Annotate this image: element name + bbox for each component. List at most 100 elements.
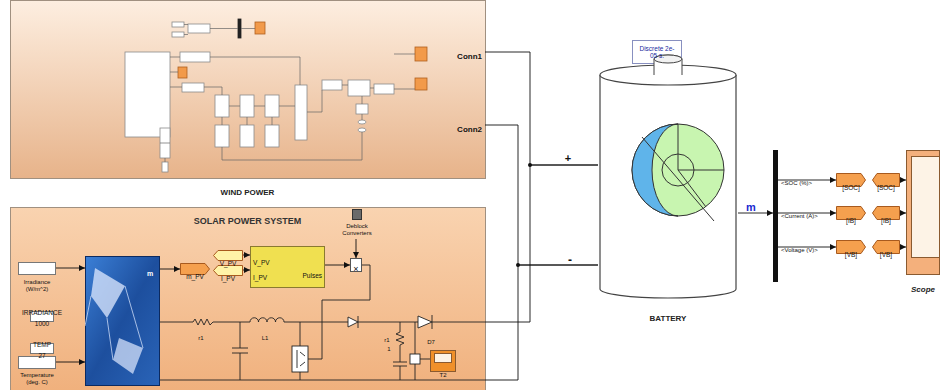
text-slot: Discrete 2e-05 s. — [639, 44, 675, 62]
pv-array: m — [85, 256, 160, 386]
text-slot: Conn2 — [390, 118, 482, 136]
from-shape — [213, 265, 243, 276]
node-text: <Voltage (V)> — [781, 247, 818, 254]
wind-subsystem: Conn1Conn2WIND POWER — [10, 0, 485, 178]
label-text: L1 — [262, 335, 269, 342]
text-slot: T2 — [430, 363, 456, 381]
node-text: [IB] — [881, 217, 891, 224]
label-text: r1 — [198, 335, 203, 342]
from-tag: [IB] — [872, 206, 900, 220]
text-slot: + — [562, 148, 574, 166]
constant-block: IRRADIANCE1000 — [30, 311, 54, 322]
node-text: <Current (A)> — [781, 213, 818, 220]
text-slot: D7 — [424, 330, 438, 348]
text-slot: Pulses — [290, 264, 322, 282]
text-slot: [VB] — [836, 243, 866, 261]
text-slot: IRRADIANCE — [16, 301, 68, 319]
text-slot: TEMP — [16, 333, 68, 351]
product-block: × — [350, 258, 362, 272]
text-slot: [IB] — [836, 209, 866, 227]
goto-tag: [IB] — [836, 206, 866, 220]
node-text: [VB] — [880, 251, 892, 258]
node-text: Conn2 — [457, 126, 482, 135]
solar-subsystem: SOLAR POWER SYSTEM Irradiance (W/m^2) IRRA… — [10, 207, 485, 390]
node-text: BATTERY — [650, 315, 687, 324]
scope-screen — [911, 156, 940, 258]
text-slot: V_PV — [253, 251, 287, 269]
node-text: IRRADIANCE — [22, 309, 62, 316]
text-slot: BATTERY — [598, 307, 738, 325]
text-slot: Irradiance (W/m^2) — [12, 277, 62, 295]
label-text: - — [568, 254, 572, 267]
solar-panel — [11, 208, 486, 390]
connector — [356, 239, 357, 258]
node-text: [SOC] — [877, 184, 895, 191]
scope-block: Scope — [906, 150, 940, 275]
label-text: D7 — [427, 339, 435, 346]
label-text: r1 — [384, 337, 389, 344]
text-slot: × — [350, 258, 362, 276]
node-text: m_PV — [186, 273, 204, 280]
connector — [485, 165, 598, 322]
node-text: TEMP — [33, 341, 51, 348]
text-slot: m — [744, 197, 758, 215]
node-text: 1000 — [35, 320, 49, 327]
mppt-block: V_PV I_PV Pulses — [250, 246, 325, 288]
battery-picture — [598, 45, 738, 300]
node-text: [VB] — [845, 251, 857, 258]
text-slot: Temperature (deg. C) — [17, 370, 57, 388]
text-slot: Scope — [906, 278, 940, 296]
wind-panel — [11, 1, 486, 179]
from-shape — [213, 250, 243, 261]
node-text: V_PV — [220, 260, 237, 267]
slider-block: Temperature (deg. C) — [18, 356, 56, 369]
text-slot: m — [143, 262, 157, 280]
connector — [485, 52, 598, 165]
node-text: Deblock Converters — [334, 223, 380, 236]
text-slot: m_PV — [180, 265, 210, 283]
node-text: m — [147, 270, 153, 278]
wind-subsystem-internals — [125, 19, 427, 172]
text-slot: - — [564, 250, 576, 268]
from-tag: V_PV — [213, 250, 243, 261]
node-text: T2 — [439, 372, 446, 379]
connector — [830, 247, 836, 248]
text-slot: Conn1 — [390, 45, 482, 63]
connector — [485, 265, 598, 380]
bus-bar — [773, 150, 778, 282]
node-text: SOLAR POWER SYSTEM — [194, 217, 302, 227]
goto-tag: m_PV — [180, 263, 210, 275]
connector — [160, 269, 180, 270]
node-text: 27 — [38, 352, 45, 359]
wind-internal-wires — [160, 25, 415, 163]
node-text: Irradiance (W/m^2) — [12, 279, 62, 292]
node-text: <SOC (%)> — [781, 180, 812, 187]
text-slot: [SOC] — [872, 176, 900, 194]
text-slot: r1 — [194, 326, 208, 344]
node-text: I_PV — [221, 275, 235, 282]
node-text: [SOC] — [842, 184, 860, 191]
node-text: I_PV — [253, 274, 267, 281]
constant-block: TEMP27 — [30, 343, 54, 354]
from-tag: [VB] — [872, 240, 900, 254]
battery-block: BATTERY — [598, 45, 738, 300]
text-slot: SOLAR POWER SYSTEM — [10, 210, 485, 228]
text-slot: r1 — [380, 328, 394, 346]
connector — [56, 268, 85, 269]
text-slot: WIND POWER — [10, 181, 485, 199]
connector — [56, 362, 85, 363]
label-text: + — [565, 152, 571, 164]
scope-screen — [434, 353, 452, 363]
node-text: Conn1 — [457, 53, 482, 62]
connector — [243, 270, 250, 271]
scope-block: T2 — [430, 350, 456, 372]
node-text: Temperature (deg. C) — [17, 372, 57, 385]
slider-block: Irradiance (W/m^2) — [18, 262, 56, 275]
bus-output-wires — [778, 180, 830, 247]
goto-tag: [VB] — [836, 240, 866, 254]
text-slot: <Voltage (V)> — [781, 238, 830, 256]
text-slot: <SOC (%)> — [781, 171, 830, 189]
from-tag: I_PV — [213, 265, 243, 276]
node-text: WIND POWER — [221, 189, 275, 198]
